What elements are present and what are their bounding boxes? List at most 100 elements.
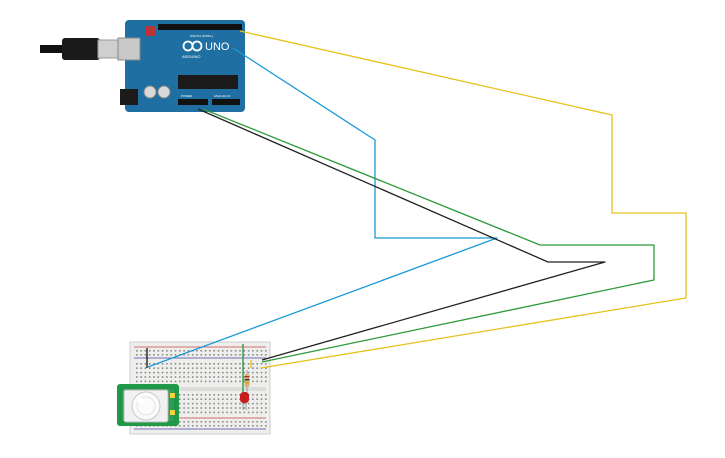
breadboard-hole: [144, 380, 147, 383]
reset-button[interactable]: [145, 26, 155, 36]
breadboard-hole: [265, 398, 267, 400]
breadboard-hole: [222, 371, 224, 374]
pir-pot-2[interactable]: [170, 410, 175, 415]
breadboard-hole: [148, 371, 151, 374]
breadboard-hole: [153, 367, 155, 369]
breadboard-hole: [222, 363, 224, 365]
breadboard-hole: [260, 394, 263, 396]
breadboard-hole: [217, 350, 220, 352]
breadboard-hole: [230, 421, 233, 423]
wire-black[interactable]: [197, 108, 606, 361]
breadboard-hole: [209, 380, 211, 383]
breadboard-hole: [247, 354, 250, 356]
breadboard-hole: [230, 394, 233, 396]
analog-header: [212, 99, 240, 105]
breadboard-hole: [183, 354, 185, 356]
arduino-uno-board[interactable]: UNO ARDUINO POWER ANALOG IN DIGITAL (PWM…: [117, 20, 245, 112]
breadboard-hole: [183, 371, 185, 374]
wire-green[interactable]: [202, 108, 655, 363]
breadboard-hole: [183, 411, 185, 414]
breadboard-hole: [170, 380, 172, 383]
breadboard-hole: [174, 363, 177, 365]
resistor-body: [244, 374, 250, 387]
breadboard-hole: [260, 411, 263, 414]
breadboard-hole: [256, 376, 258, 378]
breadboard-hole: [230, 407, 233, 409]
breadboard-hole: [183, 363, 185, 365]
led-body: [240, 392, 249, 403]
usb-plug-metal: [97, 39, 121, 59]
usb-cable-strain: [40, 45, 64, 53]
breadboard-hole: [144, 376, 147, 378]
breadboard-hole: [243, 350, 246, 352]
breadboard-hole: [179, 380, 181, 383]
breadboard-hole: [166, 367, 168, 369]
usb-cable[interactable]: [40, 38, 121, 60]
breadboard-hole: [226, 394, 228, 396]
breadboard-hole: [179, 371, 181, 374]
breadboard-hole: [226, 402, 228, 405]
resistor[interactable]: [244, 370, 250, 392]
pir-pot-1[interactable]: [170, 393, 175, 398]
breadboard-hole: [222, 376, 224, 378]
breadboard-hole: [226, 350, 228, 352]
breadboard-hole: [136, 354, 138, 356]
breadboard-hole: [204, 367, 207, 369]
digital-header: [158, 24, 242, 30]
breadboard-hole: [222, 354, 224, 356]
breadboard-hole: [191, 402, 194, 405]
breadboard-hole: [157, 354, 160, 356]
breadboard-hole: [252, 363, 254, 365]
breadboard-hole: [217, 402, 220, 405]
breadboard-hole: [170, 376, 172, 378]
breadboard-hole: [217, 363, 220, 365]
breadboard-hole: [200, 421, 203, 423]
breadboard-hole: [204, 402, 207, 405]
breadboard-hole: [209, 411, 211, 414]
pir-dome-ring: [136, 396, 156, 416]
breadboard-hole: [174, 354, 177, 356]
breadboard-hole: [187, 376, 190, 378]
breadboard-hole: [230, 354, 233, 356]
breadboard-hole: [179, 407, 181, 409]
breadboard-hole: [191, 425, 194, 427]
breadboard-hole: [265, 363, 267, 365]
breadboard-hole: [136, 380, 138, 383]
breadboard-hole: [239, 350, 241, 352]
pir-sensor[interactable]: [117, 384, 179, 426]
breadboard-hole: [196, 398, 198, 400]
red-led[interactable]: [240, 392, 249, 410]
breadboard-hole: [260, 421, 263, 423]
breadboard-hole: [256, 411, 258, 414]
breadboard-hole: [213, 376, 215, 378]
breadboard-hole: [204, 363, 207, 365]
breadboard-hole: [217, 376, 220, 378]
wire-yellow[interactable]: [239, 30, 687, 369]
power-header-label: POWER: [181, 94, 193, 98]
breadboard-hole: [256, 363, 258, 365]
breadboard-hole: [183, 380, 185, 383]
breadboard-hole: [243, 402, 246, 405]
breadboard-hole: [179, 411, 181, 414]
wire-blue[interactable]: [147, 47, 498, 368]
breadboard-hole: [234, 363, 237, 365]
breadboard-hole: [209, 367, 211, 369]
power-header: [178, 99, 208, 105]
breadboard-hole: [204, 376, 207, 378]
breadboard-hole: [191, 363, 194, 365]
digital-header-label: DIGITAL (PWM~): [190, 34, 213, 38]
breadboard-hole: [260, 371, 263, 374]
breadboard-hole: [196, 411, 198, 414]
breadboard-hole: [226, 411, 228, 414]
breadboard-hole: [161, 376, 164, 378]
breadboard-hole: [174, 350, 177, 352]
breadboard-hole: [256, 367, 258, 369]
breadboard-hole: [179, 398, 181, 400]
breadboard-hole: [170, 367, 172, 369]
breadboard-hole: [260, 407, 263, 409]
breadboard-hole: [226, 407, 228, 409]
breadboard-hole: [213, 350, 215, 352]
breadboard-hole: [213, 425, 215, 427]
breadboard-hole: [256, 380, 258, 383]
